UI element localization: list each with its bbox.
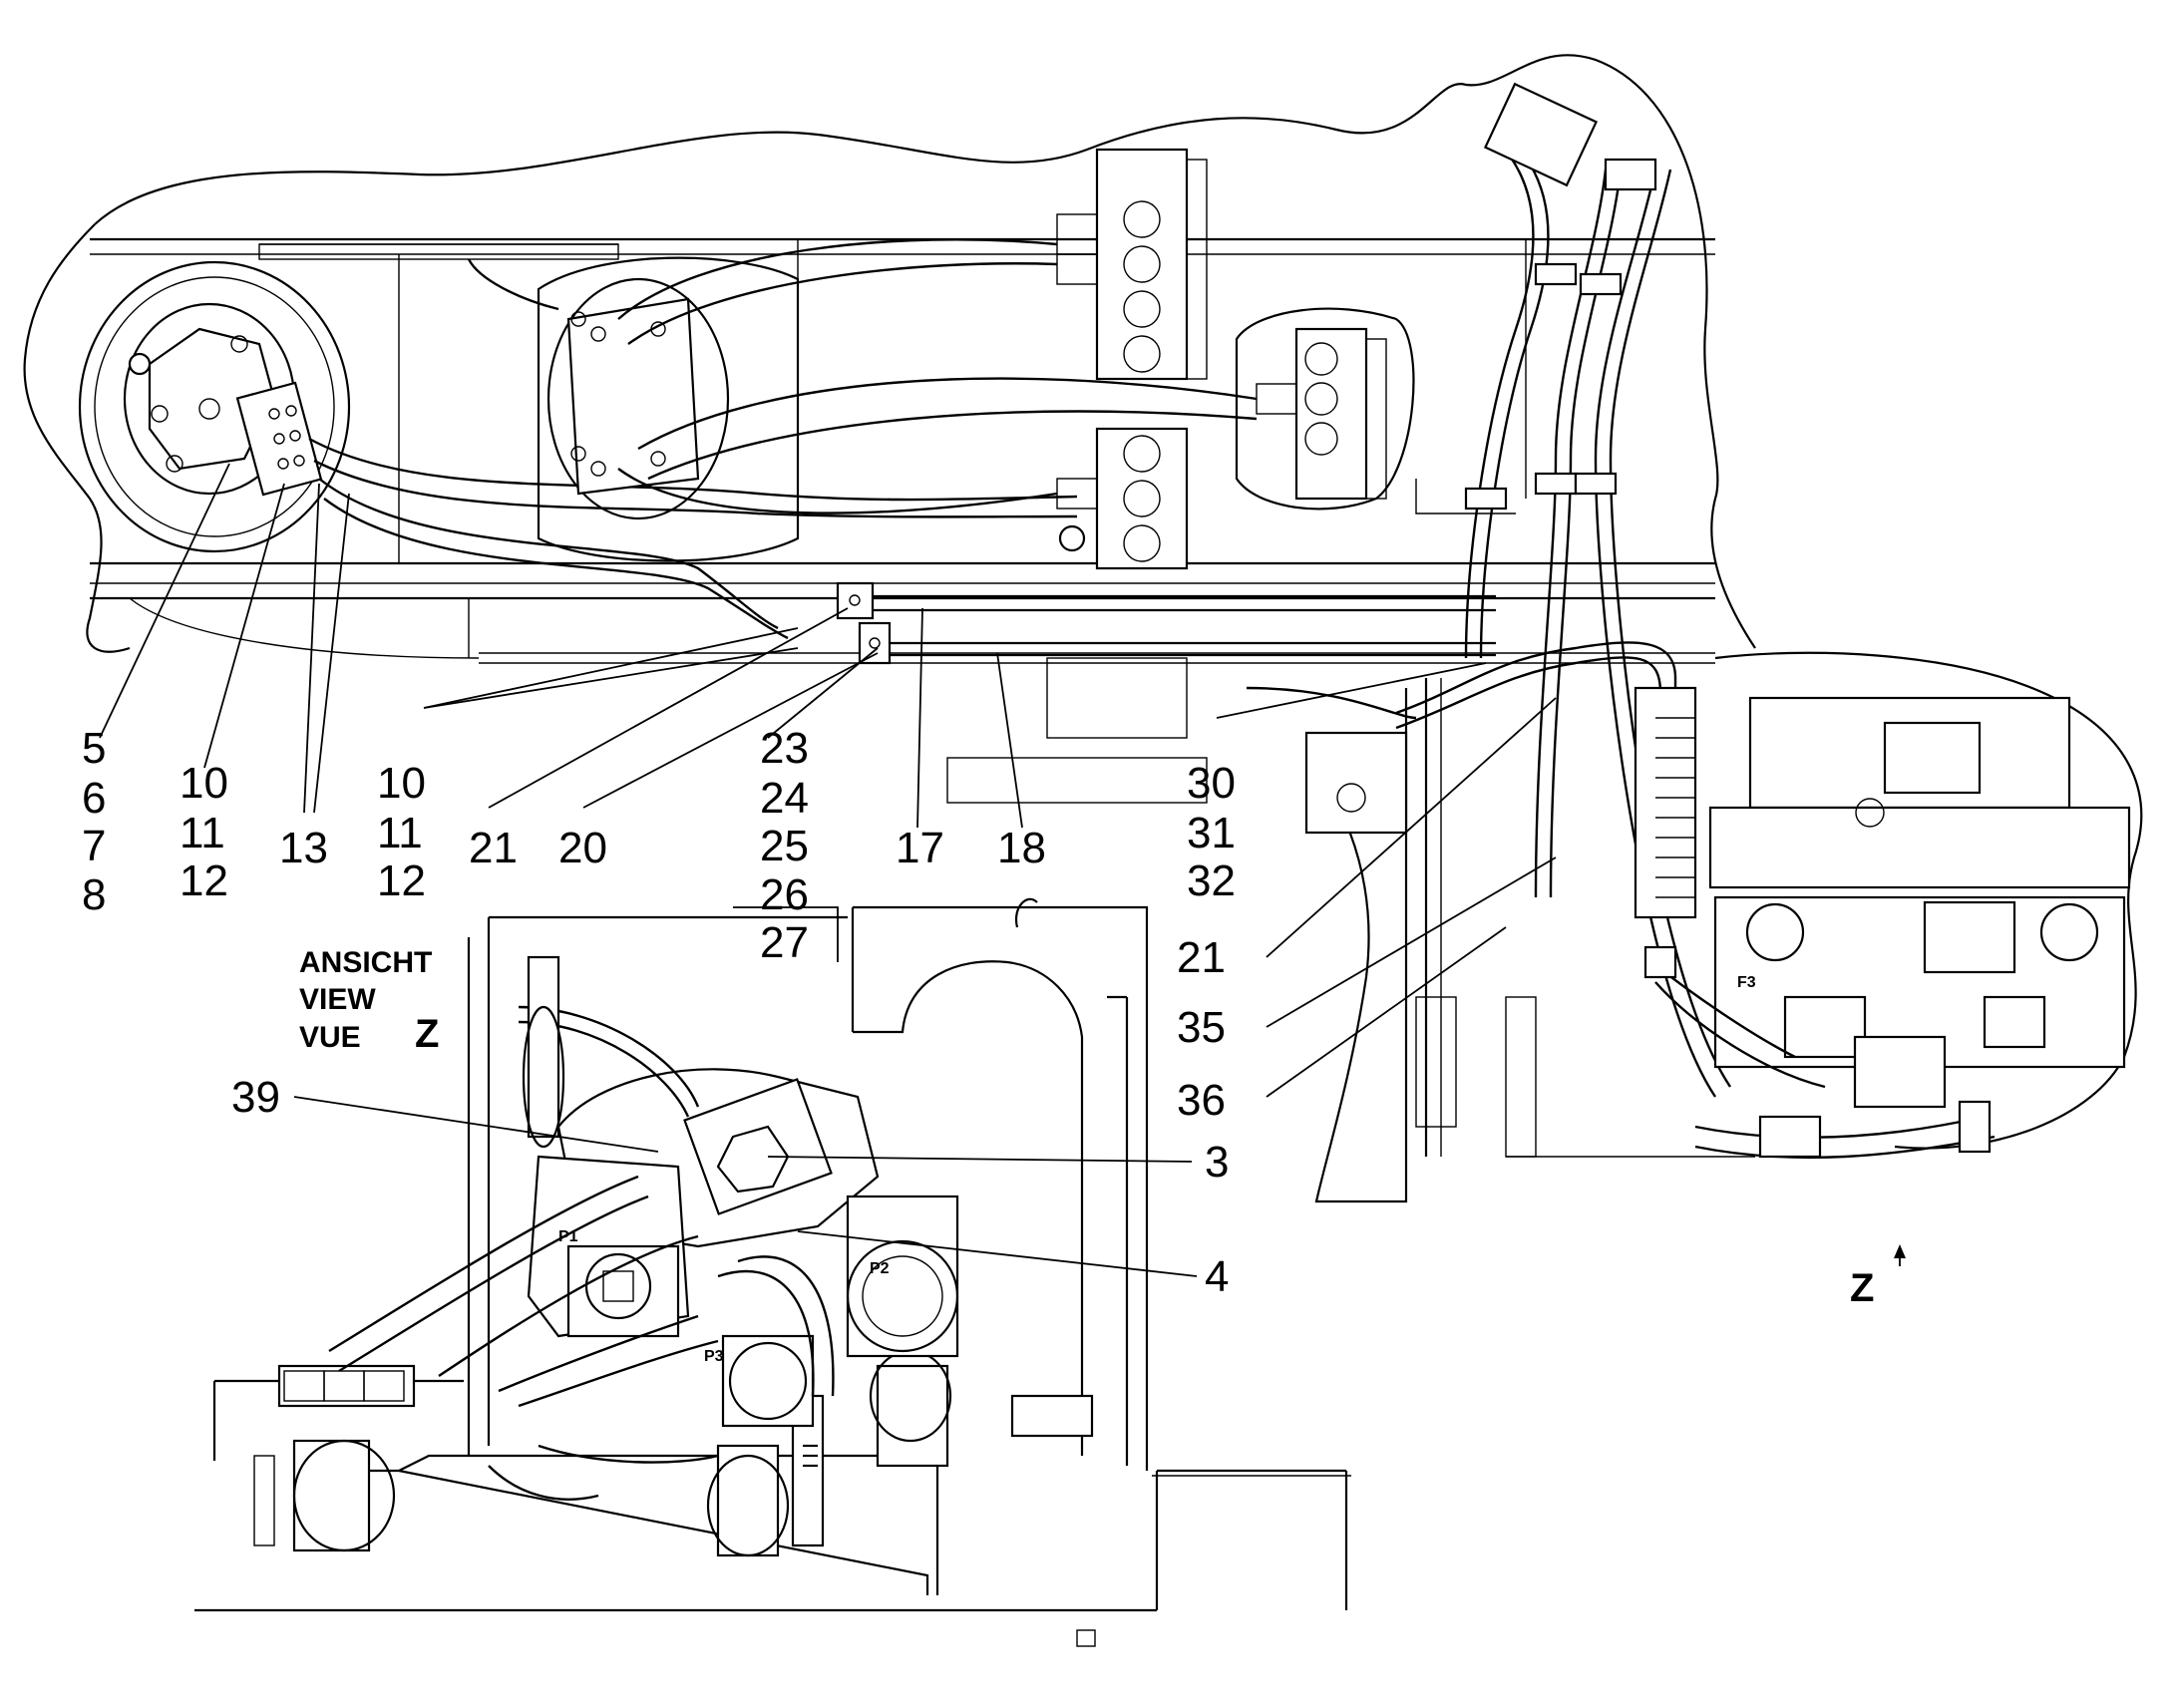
callout-23: 23 bbox=[760, 724, 809, 773]
pump-label-f3: F3 bbox=[1737, 974, 1756, 991]
callout-21-lower: 21 bbox=[1177, 933, 1226, 982]
callout-6: 6 bbox=[82, 774, 106, 823]
callout-27: 27 bbox=[760, 918, 809, 967]
valve-block-lower bbox=[1056, 427, 1189, 570]
callout-10-left: 10 bbox=[180, 759, 228, 808]
view-label-letter: Z bbox=[415, 1012, 439, 1056]
callout-18: 18 bbox=[997, 824, 1046, 872]
wheel-motor-hoses bbox=[308, 437, 1078, 640]
wheel-hub-motor bbox=[78, 260, 351, 553]
callout-39: 39 bbox=[231, 1073, 280, 1122]
callout-36: 36 bbox=[1177, 1076, 1226, 1125]
view-z-label: ANSICHT VIEW VUE Z Z bbox=[299, 946, 1874, 1310]
callout-35: 35 bbox=[1177, 1003, 1226, 1052]
view-label-view: VIEW bbox=[299, 983, 376, 1016]
callout-8: 8 bbox=[82, 870, 106, 919]
callout-32: 32 bbox=[1187, 856, 1236, 905]
vertical-hose-bundle bbox=[1464, 82, 1731, 1098]
callout-11-right: 11 bbox=[377, 809, 423, 857]
callout-25: 25 bbox=[760, 822, 809, 870]
callout-5: 5 bbox=[82, 724, 106, 773]
callout-11-left: 11 bbox=[180, 809, 225, 857]
callout-7: 7 bbox=[82, 822, 106, 870]
pump-unit-right: F3 bbox=[1634, 651, 2143, 1160]
view-label-ansicht: ANSICHT bbox=[299, 946, 432, 979]
pump-label-p3: P3 bbox=[704, 1348, 724, 1365]
callout-numbers: 5 6 7 8 10 11 12 13 10 11 12 21 20 23 24… bbox=[82, 724, 1236, 1301]
view-direction-letter: Z bbox=[1850, 1266, 1874, 1310]
callout-4: 4 bbox=[1205, 1252, 1229, 1301]
callout-13: 13 bbox=[279, 824, 328, 872]
callout-10-right: 10 bbox=[377, 759, 426, 808]
view-label-vue: VUE bbox=[299, 1021, 361, 1054]
callout-12-right: 12 bbox=[377, 856, 426, 905]
upper-frame bbox=[23, 54, 1756, 664]
valve-block-right bbox=[1235, 307, 1415, 511]
callout-20: 20 bbox=[558, 824, 607, 872]
pump-label-p2: P2 bbox=[870, 1260, 890, 1277]
center-motor bbox=[537, 256, 800, 562]
view-z-accumulators bbox=[253, 1349, 952, 1557]
leader-lines bbox=[99, 463, 1906, 1277]
right-frame-lower bbox=[1246, 641, 1755, 1203]
callout-31: 31 bbox=[1187, 809, 1236, 857]
callout-24: 24 bbox=[760, 774, 809, 823]
view-z-hoses bbox=[328, 955, 835, 1501]
frame-tubes bbox=[836, 581, 1496, 804]
callout-17: 17 bbox=[896, 824, 944, 872]
center-hoses bbox=[467, 238, 1258, 514]
valve-block-upper bbox=[1056, 148, 1208, 381]
callout-30: 30 bbox=[1187, 759, 1236, 808]
view-z-pumps: P2 P3 P1 bbox=[527, 1068, 959, 1428]
callout-12-left: 12 bbox=[180, 856, 228, 905]
callout-26: 26 bbox=[760, 870, 809, 919]
callout-3: 3 bbox=[1205, 1138, 1229, 1187]
callout-21-upper: 21 bbox=[469, 824, 518, 872]
